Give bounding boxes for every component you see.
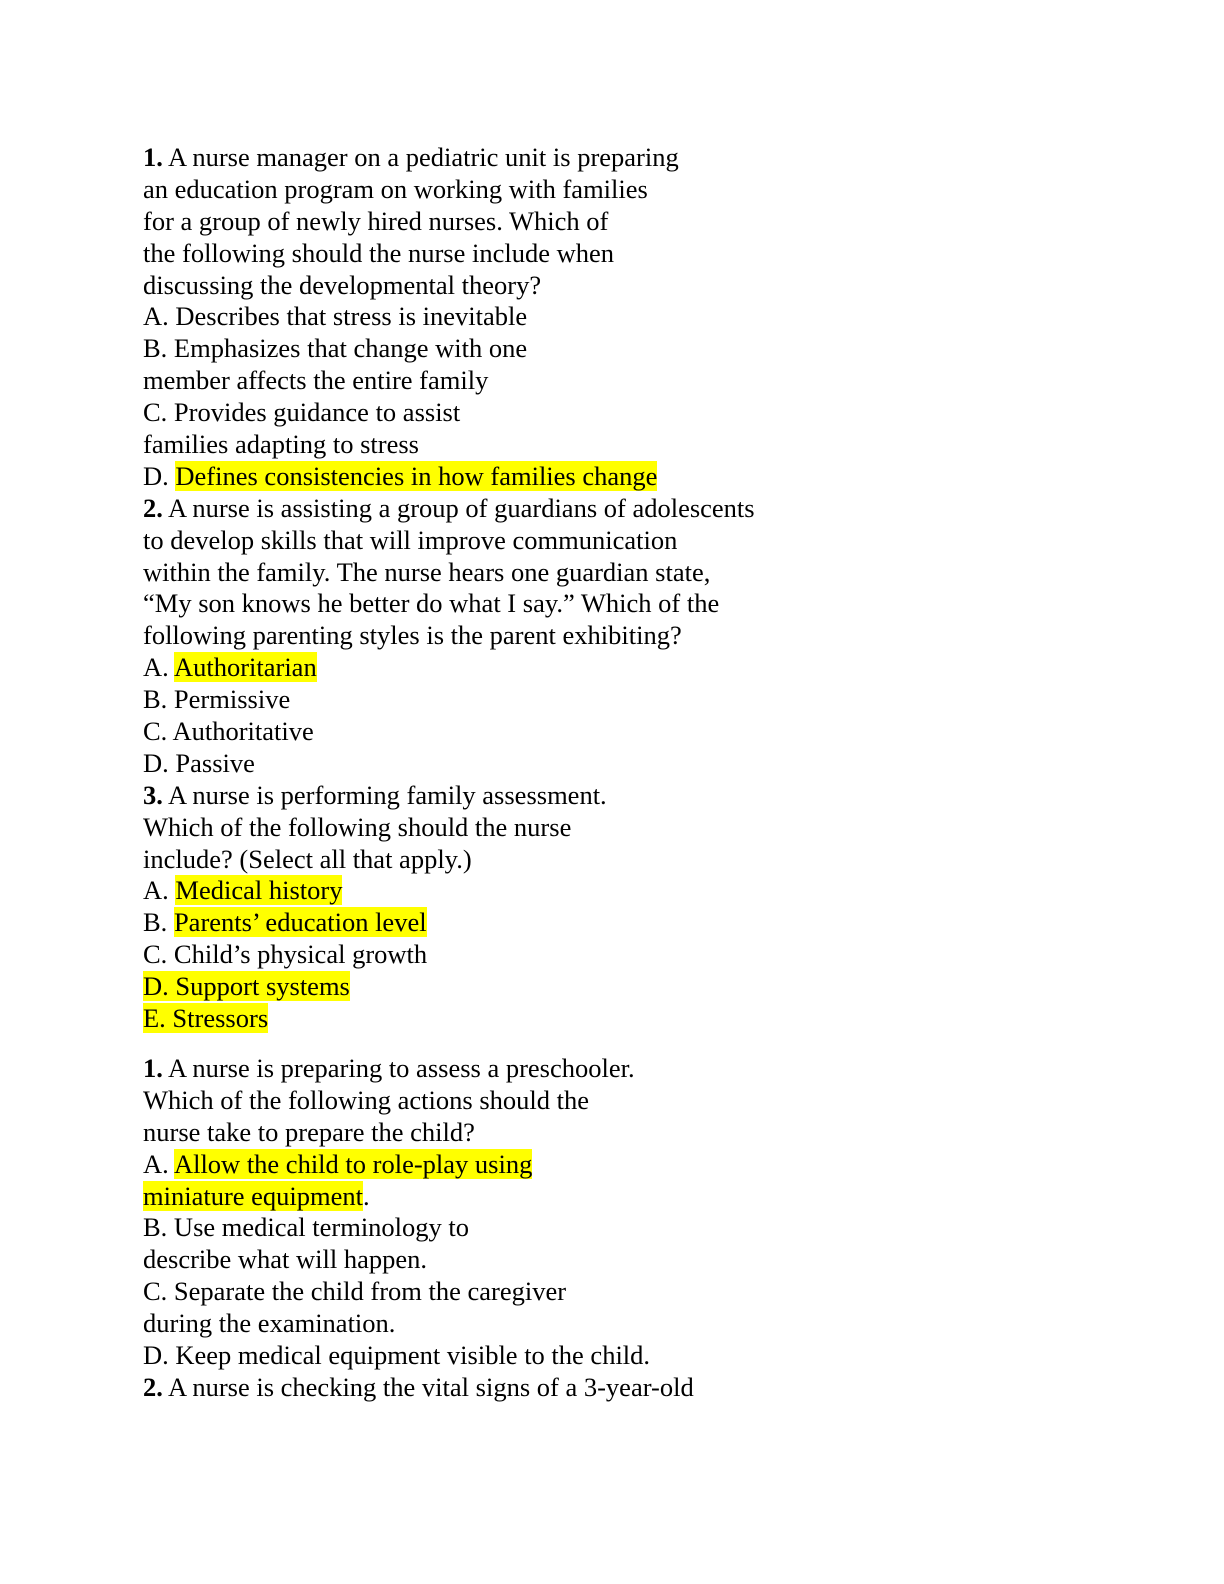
q3-stem-line-2: Which of the following should the nurse (143, 811, 572, 842)
q3-stem-line-1: 3. A nurse is performing family assessme… (143, 779, 607, 810)
q5-stem-line-1: 2. A nurse is checking the vital signs o… (143, 1371, 694, 1402)
q3-stem-line-3: include? (Select all that apply.) (143, 843, 472, 874)
q3-option-c: C. Child’s physical growth (143, 939, 428, 970)
q2-stem-line-4: “My son knows he better do what I say.” … (143, 588, 720, 619)
q3-answer-b-highlight: Parents’ education level (173, 907, 427, 938)
document-page: 1. A nurse manager on a pediatric unit i… (143, 142, 1143, 1404)
q4-option-c-line-2: during the examination. (143, 1308, 396, 1339)
q1-stem-line-4: the following should the nurse include w… (143, 237, 615, 268)
q1-option-c-line-2: families adapting to stress (143, 429, 419, 460)
q3-option-e: E. Stressors (143, 1003, 1143, 1035)
q1-option-d: D. Defines consistencies in how families… (143, 460, 658, 491)
q4-option-b-line-2: describe what will happen. (143, 1244, 428, 1275)
q4-answer-highlight-2: miniature equipment (143, 1180, 364, 1211)
q1-option-b-line-2: member affects the entire family (143, 365, 489, 396)
q1-option-c-line-1: C. Provides guidance to assist (143, 397, 461, 428)
q2-number: 2. (143, 492, 163, 523)
q3-option-b: B. Parents’ education level (143, 907, 427, 938)
q5-number: 2. (143, 1371, 163, 1402)
q2-option-a: A. Authoritarian (143, 652, 317, 683)
q2-stem-line-3: within the family. The nurse hears one g… (143, 556, 711, 587)
q2-stem-line-2: to develop skills that will improve comm… (143, 524, 678, 555)
q4-answer-highlight-1: Allow the child to role-play using (173, 1148, 533, 1179)
q4-option-a-line-1: A. Allow the child to role-play using (143, 1148, 533, 1179)
q1-option-a: A. Describes that stress is inevitable (143, 301, 528, 332)
q1-number: 1. (143, 142, 163, 172)
q4-stem-line-3: nurse take to prepare the child? (143, 1116, 475, 1147)
q1-answer-highlight: Defines consistencies in how families ch… (175, 460, 658, 491)
q3-answer-e-highlight: E. Stressors (143, 1003, 269, 1034)
q4-option-b-line-1: B. Use medical terminology to (143, 1212, 470, 1243)
q1-stem-line-5: discussing the developmental theory? (143, 269, 542, 300)
q4-option-a-line-2: miniature equipment. (143, 1180, 370, 1211)
q2-option-c: C. Authoritative (143, 716, 314, 747)
q2-stem-line-1: 2. A nurse is assisting a group of guard… (143, 492, 755, 523)
q3-answer-a-highlight: Medical history (175, 875, 343, 906)
q2-answer-highlight: Authoritarian (173, 652, 317, 683)
q4-stem-line-1: 1. A nurse is preparing to assess a pres… (143, 1052, 635, 1083)
q1-stem-line-1: 1. A nurse manager on a pediatric unit i… (143, 142, 679, 172)
q2-option-b: B. Permissive (143, 684, 291, 715)
section-gap (143, 1035, 1143, 1053)
q1-stem-line-3: for a group of newly hired nurses. Which… (143, 205, 609, 236)
q1-option-b-line-1: B. Emphasizes that change with one (143, 333, 528, 364)
q1-stem-line-2: an education program on working with fam… (143, 173, 648, 204)
q2-stem-line-5: following parenting styles is the parent… (143, 620, 682, 651)
q4-option-d: D. Keep medical equipment visible to the… (143, 1339, 651, 1370)
q3-option-a: A. Medical history (143, 875, 343, 906)
q2-option-d: D. Passive (143, 747, 255, 778)
q3-number: 3. (143, 779, 163, 810)
q3-option-d: D. Support systems (143, 971, 1143, 1003)
q4-stem-line-2: Which of the following actions should th… (143, 1084, 589, 1115)
q4-option-c-line-1: C. Separate the child from the caregiver (143, 1276, 567, 1307)
q3-answer-d-highlight: D. Support systems (143, 971, 350, 1002)
q4-number: 1. (143, 1052, 163, 1083)
